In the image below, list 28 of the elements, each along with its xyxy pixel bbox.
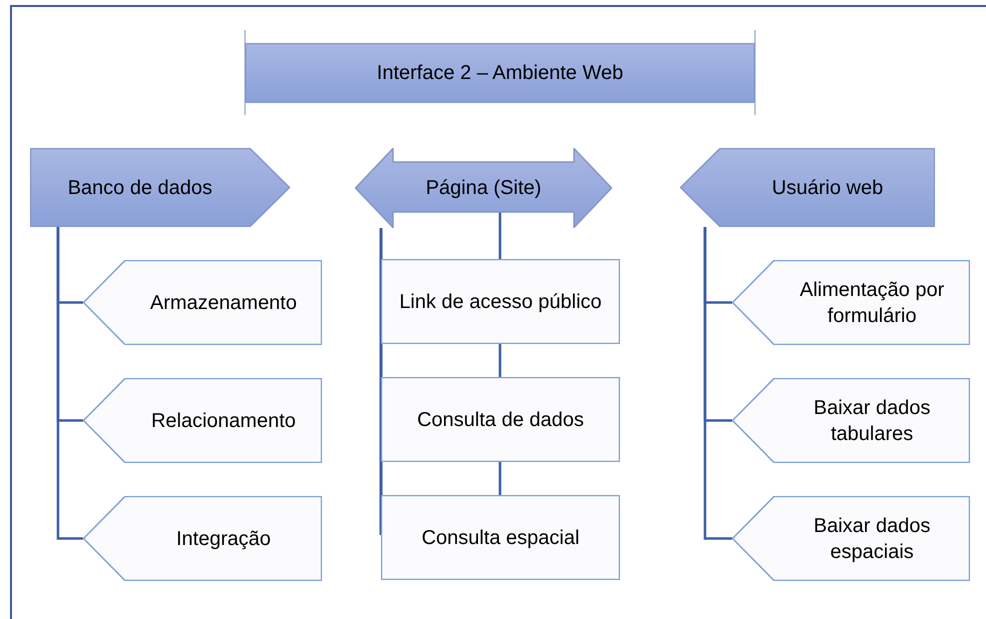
connector-line	[56, 227, 83, 540]
node-label: Baixar dados espaciais	[812, 514, 932, 564]
pentagon-arrow-box	[680, 148, 935, 227]
tag-box	[732, 496, 970, 581]
double-arrow-shape	[355, 148, 612, 228]
process-box	[381, 377, 620, 462]
node-label: Relacionamento	[150, 408, 297, 434]
node-label: Interface 2 – Ambiente Web	[376, 61, 624, 86]
node-label: Integração	[175, 526, 272, 552]
connector-line	[704, 227, 732, 540]
pentagon-arrow-box	[30, 148, 290, 227]
connector-line	[498, 212, 502, 259]
tag-box	[732, 378, 970, 463]
connector-line	[498, 344, 502, 377]
process-box	[381, 495, 620, 580]
node-label: Usuário web	[770, 176, 884, 200]
tag-box	[83, 378, 322, 463]
connector-line	[498, 462, 502, 495]
title-banner	[245, 43, 755, 103]
node-label: Alimentação por formulário	[798, 278, 946, 328]
node-label: Baixar dados tabulares	[812, 396, 932, 446]
tag-box	[83, 496, 322, 581]
node-label: Armazenamento	[149, 290, 298, 316]
process-box	[381, 259, 620, 344]
tag-box	[732, 260, 970, 345]
node-label: Página (Site)	[424, 176, 542, 201]
tag-box	[83, 260, 322, 345]
node-label: Banco de dados	[66, 176, 214, 200]
